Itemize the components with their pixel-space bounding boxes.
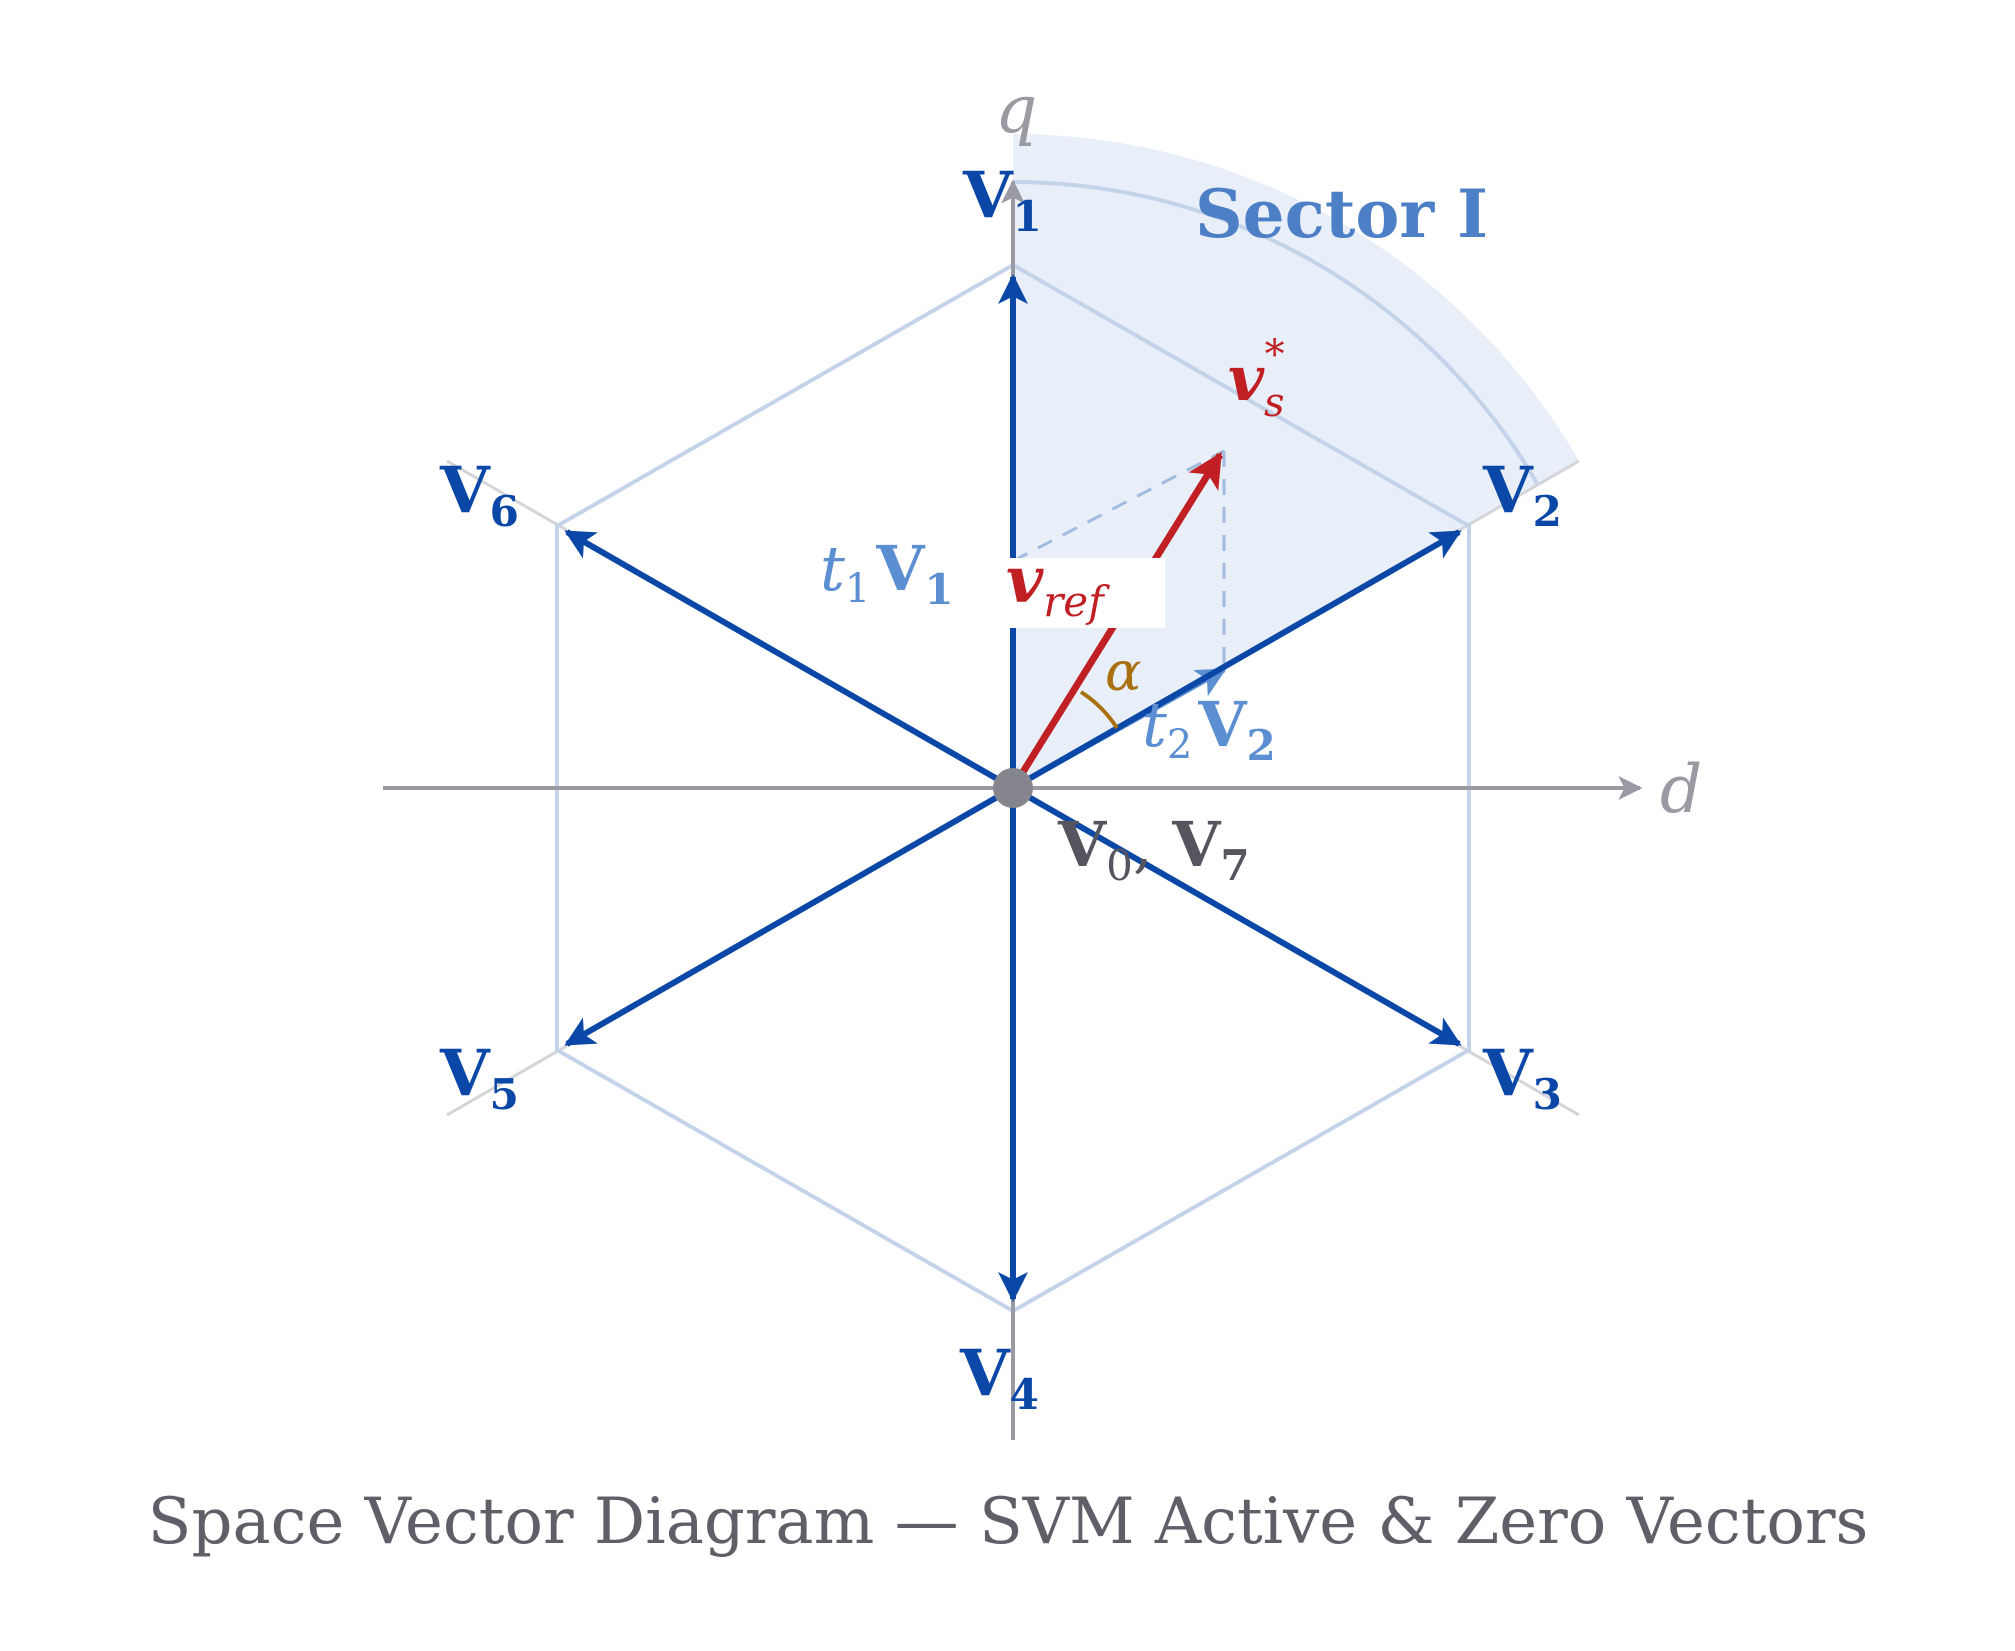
- label-v1: V1: [962, 158, 1042, 241]
- vector-v5-arrow: [564, 785, 1015, 1047]
- label-v3: V3: [1482, 1036, 1562, 1119]
- d-axis-label: d: [1660, 751, 1702, 828]
- vector-v2-arrow: [1011, 529, 1462, 791]
- sector-arc: [1012, 180, 1540, 487]
- origin-point: [993, 768, 1033, 808]
- t1v1-label: t1V1: [820, 532, 954, 614]
- label-v6: V6: [439, 453, 519, 536]
- sector-label: Sector I: [1195, 175, 1488, 253]
- zero-vectors-label: V0, V7: [1057, 808, 1250, 890]
- q-axis-label: q: [995, 71, 1037, 148]
- vref-label-bg: [1000, 558, 1165, 628]
- vector-v3-arrow: [1011, 785, 1462, 1047]
- t2v2-label: t2V2: [1142, 688, 1276, 770]
- label-v4: V4: [959, 1336, 1039, 1419]
- vref-label: vref: [1006, 543, 1110, 626]
- alpha-label: α: [1105, 640, 1141, 703]
- label-v5: V5: [439, 1036, 519, 1119]
- angle-alpha-arc: [1079, 690, 1119, 730]
- label-v2: V2: [1482, 453, 1562, 536]
- vector-v6-arrow: [564, 529, 1015, 791]
- caption: Space Vector Diagram — SVM Active & Zero…: [148, 1485, 1869, 1559]
- vs-star-label: vs*: [1228, 332, 1285, 426]
